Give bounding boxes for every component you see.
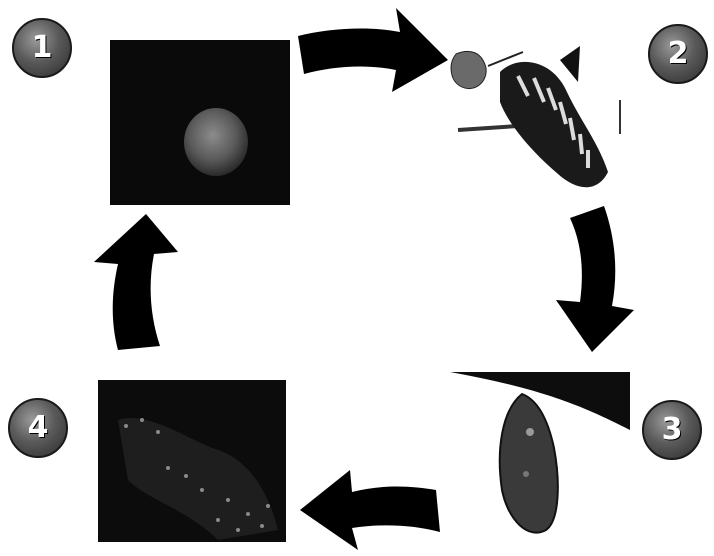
arrow-2-to-3 (556, 206, 634, 352)
arrow-4-to-1 (94, 214, 178, 350)
arrow-1-to-2 (298, 8, 448, 92)
arrow-3-to-4 (300, 470, 440, 550)
